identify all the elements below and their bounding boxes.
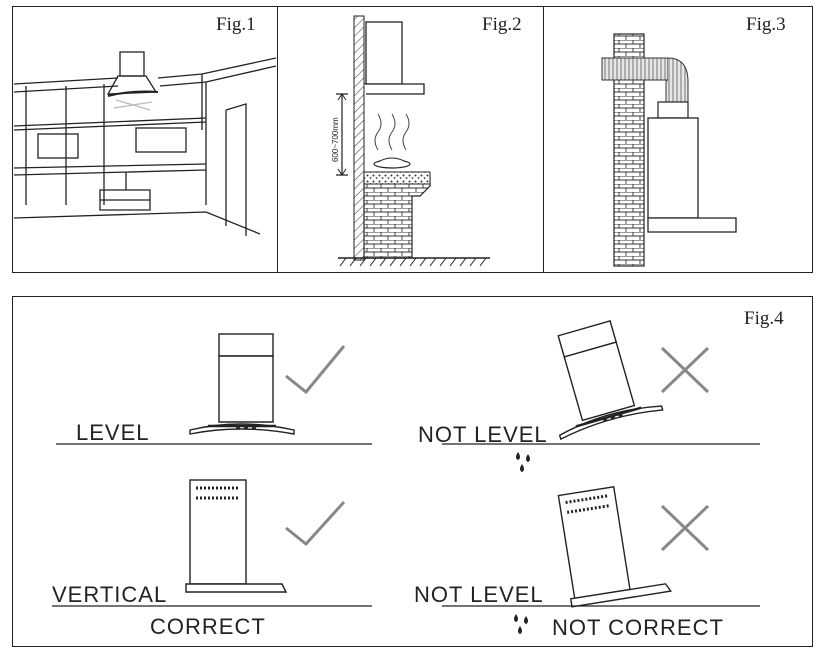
drips-1 bbox=[516, 452, 530, 472]
fig2-height-drawing bbox=[336, 15, 490, 267]
fig4-panel bbox=[12, 296, 813, 647]
fig4-label: Fig.4 bbox=[744, 308, 784, 329]
fig3-label: Fig.3 bbox=[746, 14, 786, 35]
hood-vertical-drawing bbox=[185, 479, 288, 593]
check-icon bbox=[285, 345, 346, 395]
caption-vertical: VERTICAL bbox=[52, 582, 168, 607]
caption-not-level-1: NOT LEVEL bbox=[418, 422, 548, 447]
fig3-panel bbox=[543, 6, 813, 273]
hood-tilted-drawing bbox=[557, 485, 672, 608]
fig2-dimension-label: 600~700mm bbox=[331, 117, 340, 162]
check-icon bbox=[285, 500, 346, 547]
cross-icon bbox=[660, 504, 710, 552]
cross-icon bbox=[660, 346, 710, 394]
caption-correct: CORRECT bbox=[150, 614, 266, 639]
fig1-kitchen-drawing bbox=[13, 51, 277, 236]
caption-not-level-2: NOT LEVEL bbox=[414, 582, 544, 607]
caption-not-correct: NOT CORRECT bbox=[552, 615, 724, 640]
fig2-label: Fig.2 bbox=[482, 14, 522, 35]
caption-level: LEVEL bbox=[76, 420, 150, 445]
fig1-label: Fig.1 bbox=[216, 14, 256, 35]
fig3-duct-drawing bbox=[601, 33, 737, 267]
drips-2 bbox=[514, 614, 528, 634]
hood-level-drawing bbox=[189, 333, 295, 435]
hood-not-level-drawing bbox=[557, 320, 664, 441]
